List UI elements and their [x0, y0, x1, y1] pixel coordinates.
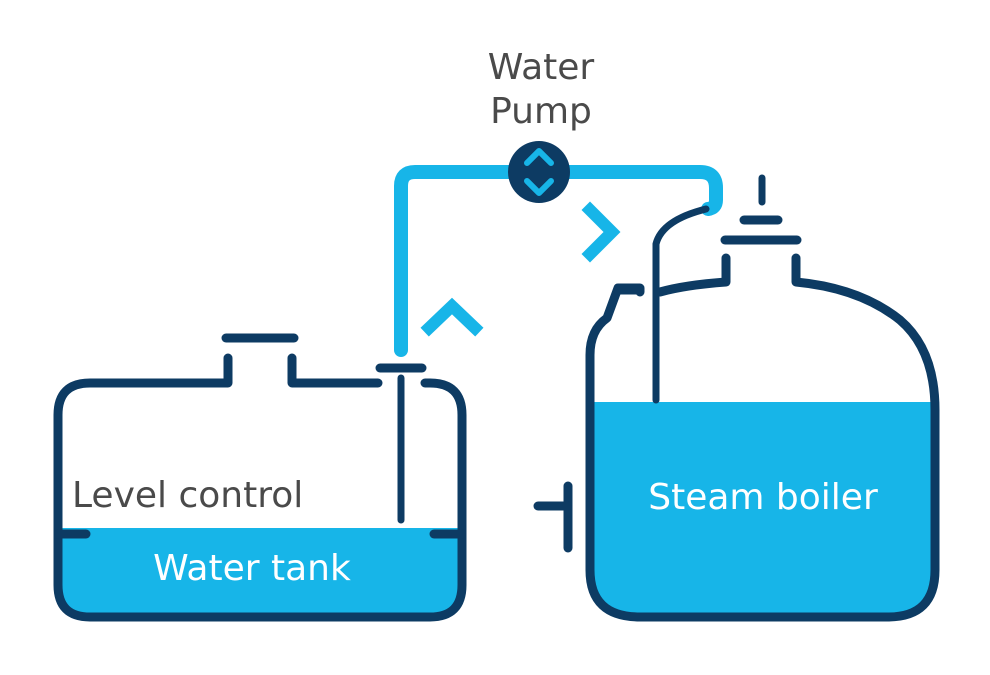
pump-label-line1: Water	[488, 47, 595, 88]
chevron-right-icon	[581, 201, 621, 263]
steam-boiler-label: Steam boiler	[648, 477, 878, 518]
steam-boiler-water	[592, 402, 935, 617]
water-tank	[53, 333, 467, 622]
water-tank-label: Water tank	[153, 548, 351, 589]
supply-pipe	[394, 165, 723, 357]
steam-boiler	[533, 174, 940, 622]
chevron-up-icon	[420, 297, 484, 337]
pump-valve-icon	[508, 141, 570, 203]
steam-boiler-outline	[585, 253, 940, 622]
boiler-inlet-pipe	[652, 205, 710, 404]
level-control-label: Level control	[72, 475, 303, 516]
pump-label-line2: Pump	[490, 91, 592, 132]
water-tank-water	[59, 528, 462, 615]
water-tank-outline	[53, 353, 467, 622]
